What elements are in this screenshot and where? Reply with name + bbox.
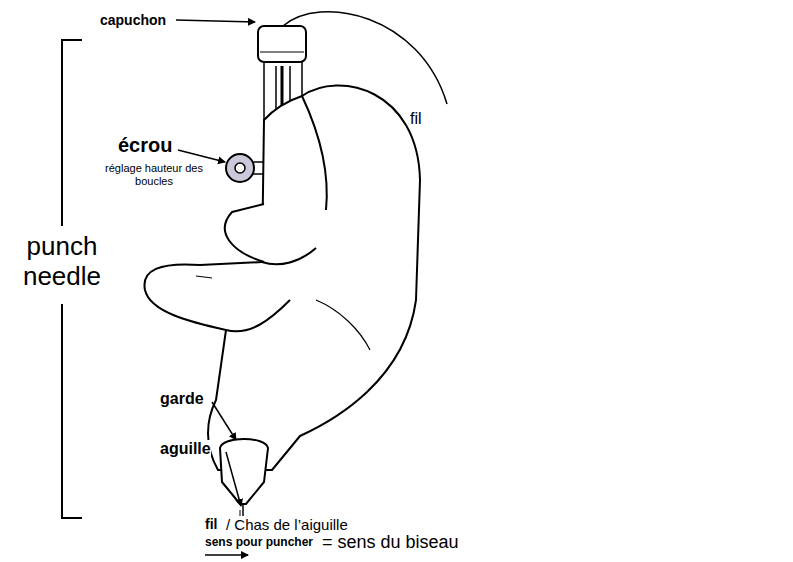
bracket-label: punch needle bbox=[14, 232, 110, 292]
note-label: = sens du biseau bbox=[322, 532, 459, 553]
part-label: écrou bbox=[118, 134, 172, 157]
part-label: capuchon bbox=[100, 12, 166, 28]
part-label: aguille bbox=[160, 440, 211, 458]
part-label: garde bbox=[160, 390, 204, 408]
cap-rim bbox=[260, 52, 304, 53]
adjust-nut bbox=[226, 154, 266, 182]
leader-arrows bbox=[176, 20, 255, 555]
part-label: fil bbox=[410, 110, 422, 128]
grip-guard bbox=[220, 439, 268, 522]
note-label: réglage hauteur des boucles bbox=[98, 162, 210, 187]
direction-label: sens pour puncher bbox=[205, 536, 313, 550]
note-label: / Chas de l’aiguille bbox=[226, 516, 348, 533]
part-label: fil bbox=[205, 516, 217, 532]
hand bbox=[144, 85, 420, 470]
cap bbox=[258, 26, 306, 62]
